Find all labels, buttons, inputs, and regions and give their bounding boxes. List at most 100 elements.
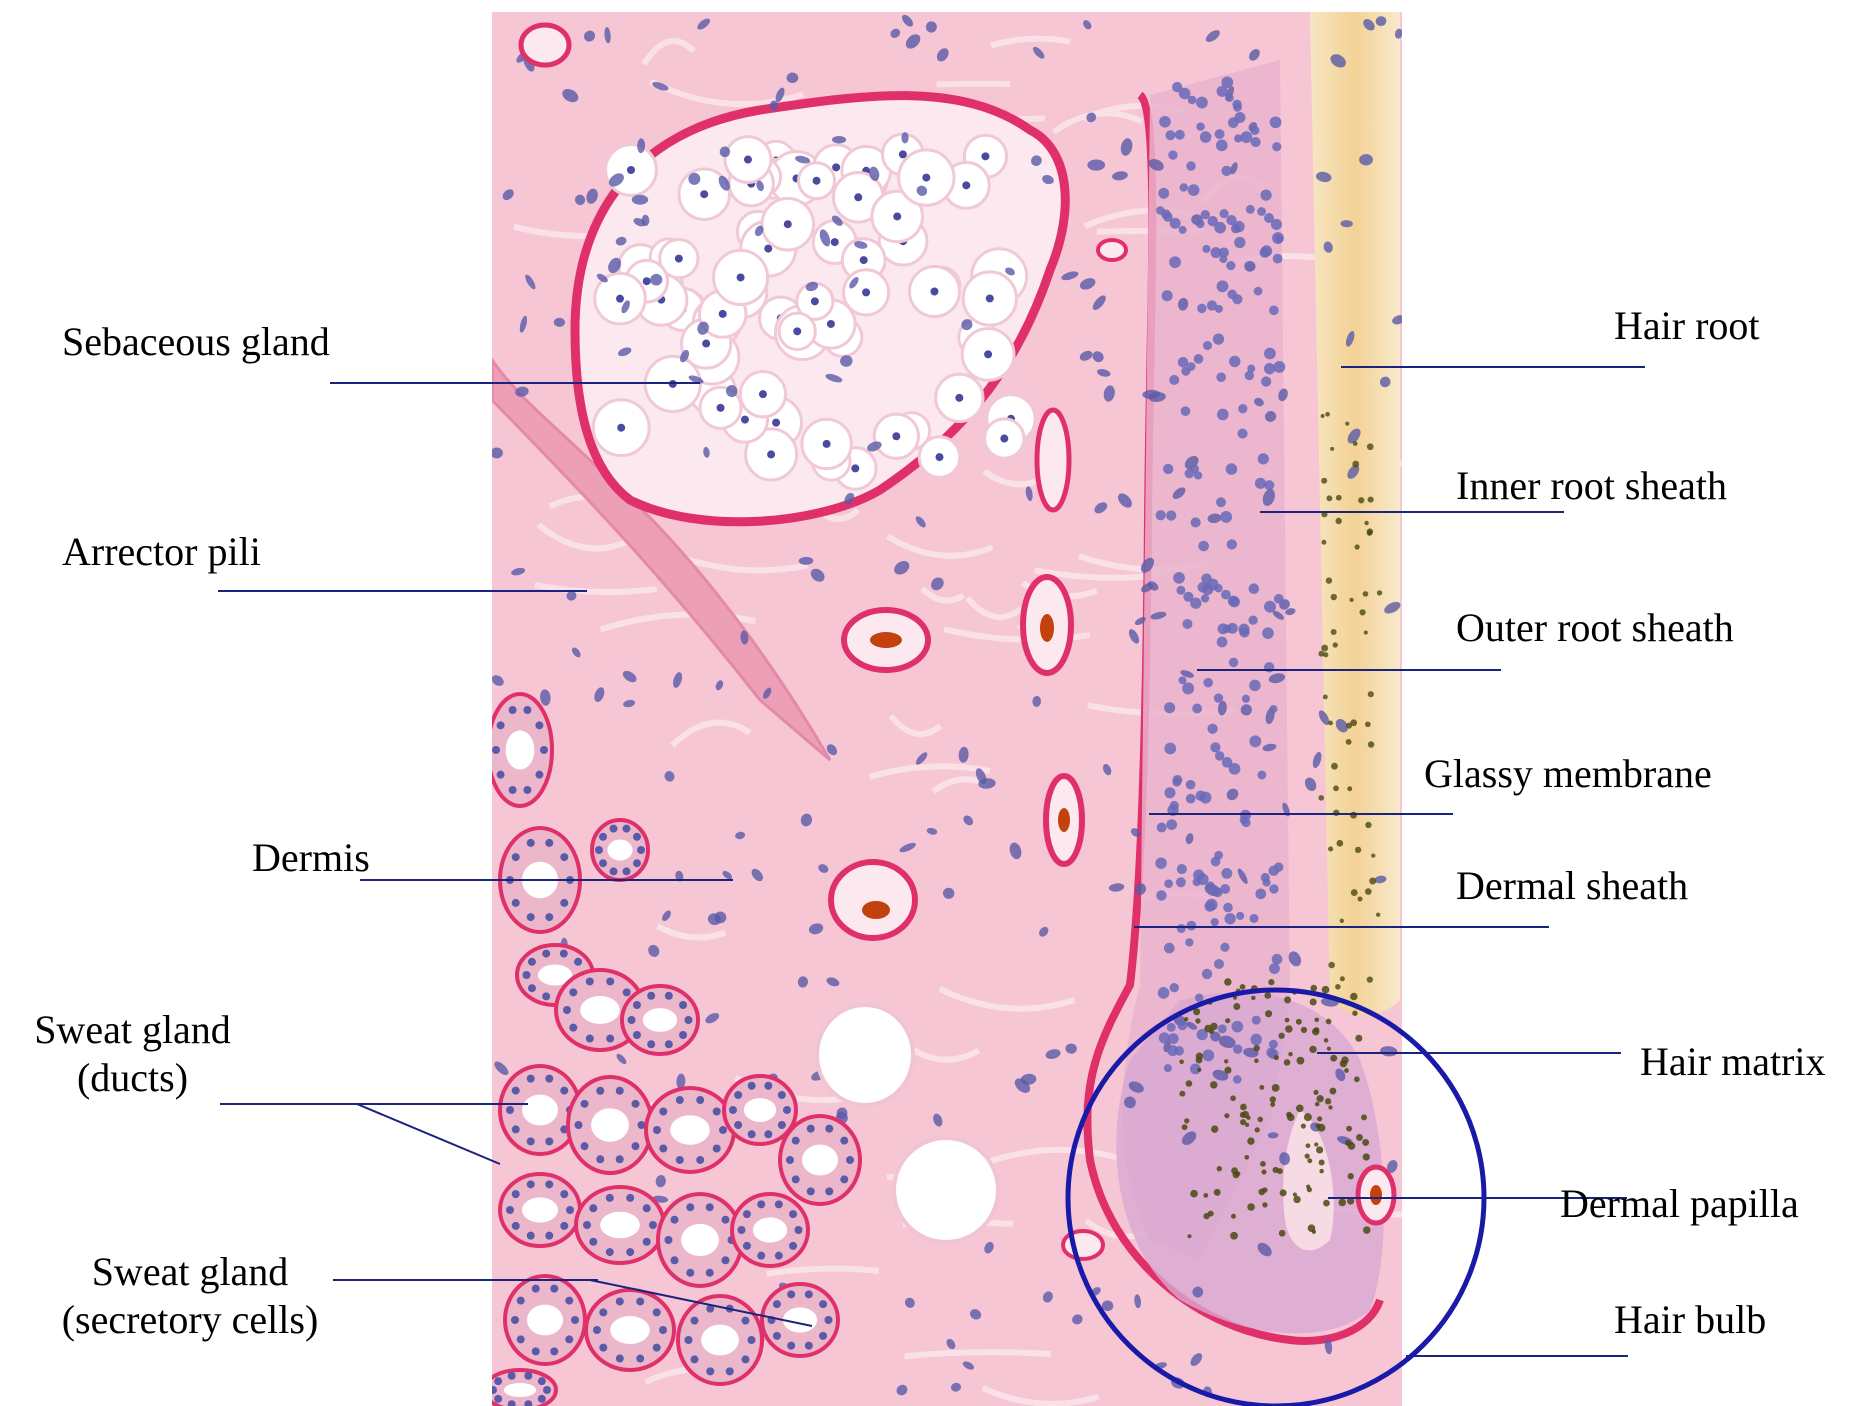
melanin-granule <box>1333 642 1338 647</box>
sheath-nucleus <box>1227 539 1237 549</box>
tubule-nucleus <box>659 1107 667 1115</box>
sheath-nucleus <box>1220 511 1232 523</box>
melanin-granule <box>1251 996 1256 1001</box>
sheath-nucleus <box>1234 134 1242 142</box>
sheath-nucleus <box>1213 334 1224 345</box>
melanin-granule <box>1316 1146 1323 1153</box>
sheath-nucleus <box>1241 131 1253 143</box>
melanin-granule <box>1323 1200 1330 1207</box>
melanin-granule <box>1318 795 1324 801</box>
tubule-nucleus <box>647 1040 655 1048</box>
tubule-nucleus <box>643 1204 651 1212</box>
melanin-granule <box>1347 786 1352 791</box>
melanin-granule <box>1321 478 1327 484</box>
melanin-granule <box>1328 846 1333 851</box>
melanin-granule <box>1345 422 1349 426</box>
melanin-granule <box>1261 1169 1266 1174</box>
sebocyte-nucleus <box>962 181 970 189</box>
melanin-granule <box>1314 1142 1318 1146</box>
tubule-nucleus <box>566 1206 574 1214</box>
melanin-granule <box>1310 999 1317 1006</box>
sheath-nucleus <box>1211 857 1221 867</box>
tubule-nucleus <box>512 1087 520 1095</box>
melanin-granule <box>1286 1112 1292 1118</box>
tubule-nucleus <box>626 1248 634 1256</box>
tubule-nucleus <box>807 1125 815 1133</box>
tubule-nucleus <box>706 1367 714 1375</box>
melanin-granule <box>1358 497 1364 503</box>
melanin-granule <box>1367 530 1373 536</box>
sheath-nucleus <box>1186 780 1196 790</box>
tubule-nucleus <box>757 1200 765 1208</box>
tubule-nucleus <box>542 950 550 958</box>
tubule-nucleus <box>545 913 553 921</box>
sheath-nucleus <box>1264 601 1276 613</box>
tubule-nucleus <box>528 984 536 992</box>
sheath-nucleus <box>1186 161 1195 170</box>
melanin-granule <box>1346 739 1352 745</box>
tubule-nucleus <box>846 1156 854 1164</box>
sheath-nucleus <box>1238 404 1247 413</box>
melanin-granule <box>1324 1038 1328 1042</box>
tubule-nucleus <box>581 1142 589 1150</box>
sheath-nucleus <box>1164 879 1173 888</box>
tubule-nucleus <box>599 833 607 841</box>
tubule-nucleus <box>647 992 655 1000</box>
sheath-nucleus <box>1181 406 1191 416</box>
tubule-nucleus <box>595 846 603 854</box>
sheath-nucleus <box>1206 881 1215 890</box>
tubule-nucleus <box>686 1269 694 1277</box>
sheath-nucleus <box>1166 819 1177 830</box>
melanin-granule <box>1197 1068 1201 1072</box>
melanin-granule <box>1293 1192 1297 1196</box>
tubule-nucleus <box>527 1137 535 1145</box>
sheath-nucleus <box>1229 658 1239 668</box>
tubule-nucleus <box>659 1326 667 1334</box>
tubule-nucleus <box>626 1194 634 1202</box>
sheath-nucleus <box>1249 680 1261 692</box>
tubule-nucleus <box>606 1035 614 1043</box>
label-sweat-gland-secretory: Sweat gland (secretory cells) <box>20 1248 360 1344</box>
sweat-tubule-lumen <box>504 1383 536 1397</box>
sheath-nucleus <box>1177 1020 1187 1030</box>
tubule-nucleus <box>565 1335 573 1343</box>
sebocyte-nucleus <box>764 245 772 253</box>
sweat-tubule-lumen <box>580 996 620 1024</box>
melanin-granule <box>1316 1095 1323 1102</box>
sheath-nucleus <box>1229 763 1241 775</box>
tubule-nucleus <box>497 721 505 729</box>
sebocyte-nucleus <box>986 294 994 302</box>
tubule-nucleus <box>721 1256 729 1264</box>
sheath-nucleus <box>1249 914 1258 923</box>
melanin-granule <box>1331 594 1337 600</box>
melanin-granule <box>1265 1010 1272 1017</box>
melanin-granule <box>1351 889 1358 896</box>
melanin-granule <box>1195 1018 1200 1023</box>
tubule-nucleus <box>696 1156 704 1164</box>
sheath-nucleus <box>1185 938 1193 946</box>
sebocyte-nucleus <box>981 152 989 160</box>
sheath-nucleus <box>1248 615 1257 624</box>
tubule-nucleus <box>560 1190 568 1198</box>
melanin-granule <box>1304 1113 1312 1121</box>
sheath-nucleus <box>1176 586 1185 595</box>
tubule-nucleus <box>606 977 614 985</box>
sebocyte-nucleus <box>793 327 801 335</box>
melanin-granule <box>1280 1189 1287 1196</box>
tubule-nucleus <box>636 1355 644 1363</box>
melanin-granule <box>1301 1123 1306 1128</box>
sheath-nucleus <box>1269 884 1278 893</box>
tubule-nucleus <box>696 1096 704 1104</box>
melanin-granule <box>1319 1159 1325 1165</box>
sweat-tubule-lumen <box>783 1307 817 1332</box>
sheath-nucleus <box>1218 623 1229 634</box>
melanin-granule <box>1190 1190 1198 1198</box>
sweat-tubule-lumen <box>744 1098 776 1122</box>
sheath-nucleus <box>1257 207 1266 216</box>
melanin-granule <box>1224 978 1231 985</box>
tubule-nucleus <box>565 1297 573 1305</box>
sheath-nucleus <box>1165 130 1175 140</box>
tubule-nucleus <box>599 859 607 867</box>
label-arrector-pili: Arrector pili <box>62 528 261 576</box>
tubule-nucleus <box>523 971 531 979</box>
